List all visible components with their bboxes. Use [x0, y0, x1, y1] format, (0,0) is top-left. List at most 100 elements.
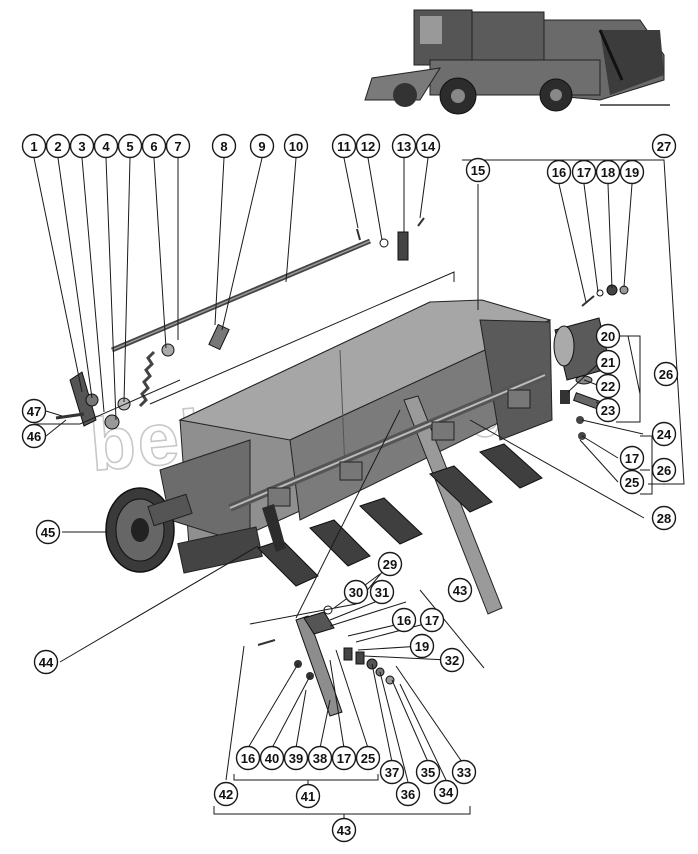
callout-number: 37	[385, 765, 399, 780]
callout-circle	[307, 745, 333, 771]
callout-number: 22	[601, 379, 615, 394]
callout-12: 12	[355, 133, 381, 159]
pulley-wheel-icon	[105, 487, 193, 573]
callout-circle	[595, 323, 621, 349]
callout-number: 12	[361, 139, 375, 154]
callout-22: 22	[595, 373, 621, 399]
callout-circle	[651, 505, 677, 531]
callout-36: 36	[395, 781, 421, 807]
callout-19: 19	[619, 159, 645, 185]
callout-circle	[21, 423, 47, 449]
callout-circle	[377, 551, 403, 577]
callout-25: 25	[355, 745, 381, 771]
callout-number: 18	[601, 165, 615, 180]
callout-number: 35	[421, 765, 435, 780]
callout-circle	[33, 649, 59, 675]
callout-circle	[619, 159, 645, 185]
callout-21: 21	[595, 349, 621, 375]
callout-17: 17	[331, 745, 357, 771]
callout-circle	[141, 133, 167, 159]
callout-circle	[595, 373, 621, 399]
callout-circle	[369, 579, 395, 605]
callout-number: 16	[241, 751, 255, 766]
conveyor-tube-part	[403, 395, 503, 615]
callout-circle	[391, 133, 417, 159]
callout-number: 19	[415, 639, 429, 654]
callout-3: 3	[69, 133, 95, 159]
callout-circle	[419, 607, 445, 633]
callout-number: 38	[313, 751, 327, 766]
callout-circle	[595, 397, 621, 423]
callout-number: 26	[659, 367, 673, 382]
callout-number: 36	[401, 787, 415, 802]
callout-39: 39	[283, 745, 309, 771]
callout-38: 38	[307, 745, 333, 771]
callout-number: 25	[625, 475, 639, 490]
callout-number: 45	[41, 525, 55, 540]
callout-number: 23	[601, 403, 615, 418]
callout-circle	[283, 133, 309, 159]
callout-31: 31	[369, 579, 395, 605]
callout-number: 1	[30, 139, 37, 154]
callout-number: 21	[601, 355, 615, 370]
callout-circle	[395, 781, 421, 807]
callout-circle	[283, 745, 309, 771]
lower-assembly-parts	[257, 605, 395, 717]
callout-1: 1	[21, 133, 47, 159]
callout-circle	[331, 133, 357, 159]
callout-circle	[295, 783, 321, 809]
callout-10: 10	[283, 133, 309, 159]
callout-26: 26	[651, 457, 677, 483]
callout-2: 2	[45, 133, 71, 159]
callout-number: 27	[657, 139, 671, 154]
callout-circle	[355, 745, 381, 771]
callout-circle	[331, 745, 357, 771]
callout-circle	[355, 133, 381, 159]
callout-number: 40	[265, 751, 279, 766]
callout-23: 23	[595, 397, 621, 423]
callout-circle	[235, 745, 261, 771]
callout-26: 26	[653, 361, 679, 387]
callout-number: 14	[421, 139, 436, 154]
callout-30: 30	[343, 579, 369, 605]
callout-number: 25	[361, 751, 375, 766]
callout-number: 32	[445, 653, 459, 668]
callout-24: 24	[651, 421, 677, 447]
callout-circle	[35, 519, 61, 545]
callout-number: 26	[657, 463, 671, 478]
callout-circle	[21, 133, 47, 159]
callout-33: 33	[451, 759, 477, 785]
callout-circle	[117, 133, 143, 159]
callout-circle	[619, 469, 645, 495]
callout-number: 15	[471, 163, 485, 178]
callout-number: 29	[383, 557, 397, 572]
callout-number: 33	[457, 765, 471, 780]
callout-number: 11	[337, 139, 351, 154]
callout-44: 44	[33, 649, 59, 675]
callout-16: 16	[235, 745, 261, 771]
callout-circle	[211, 133, 237, 159]
callout-circle	[93, 133, 119, 159]
callout-18: 18	[595, 159, 621, 185]
callout-35: 35	[415, 759, 441, 785]
callout-41: 41	[295, 783, 321, 809]
callout-37: 37	[379, 759, 405, 785]
callout-number: 43	[453, 583, 467, 598]
callout-46: 46	[21, 423, 47, 449]
callout-28: 28	[651, 505, 677, 531]
callout-15: 15	[465, 157, 491, 183]
callout-number: 13	[397, 139, 411, 154]
callout-17: 17	[571, 159, 597, 185]
callout-number: 7	[174, 139, 181, 154]
callout-19: 19	[409, 633, 435, 659]
callout-circle	[546, 159, 572, 185]
spring-icon	[138, 350, 156, 408]
callout-number: 6	[150, 139, 157, 154]
callout-circle	[451, 759, 477, 785]
callout-16: 16	[391, 607, 417, 633]
callout-number: 20	[601, 329, 615, 344]
small-parts-upper	[208, 217, 425, 351]
callout-number: 30	[349, 585, 363, 600]
